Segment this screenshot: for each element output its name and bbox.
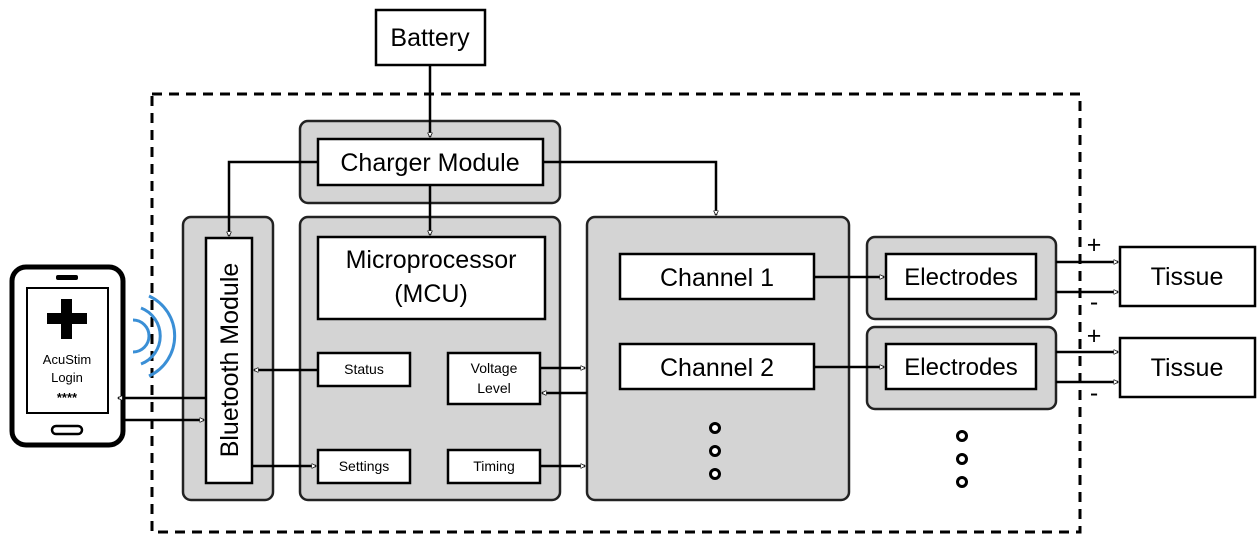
medical-cross-icon	[47, 299, 87, 339]
device-boundary	[150, 92, 1082, 534]
channel-1-label: Channel 1	[660, 264, 774, 292]
bluetooth-module-label: Bluetooth Module	[216, 263, 244, 458]
plus-sign-1: +	[1087, 231, 1102, 259]
battery-block: Battery	[374, 8, 487, 67]
electrodes-2-block: Electrodes	[865, 325, 1058, 411]
bluetooth-module-block: Bluetooth Module	[181, 215, 275, 502]
timing-label: Timing	[473, 458, 515, 474]
tissue-1-block: Tissue	[1118, 245, 1257, 308]
charger-module-label: Charger Module	[340, 149, 519, 177]
mcu-label-line2: (MCU)	[394, 280, 468, 308]
settings-label: Settings	[339, 458, 390, 474]
smartphone: AcuStim Login ****	[9, 264, 126, 448]
voltage-level-label-line1: Voltage	[471, 360, 518, 376]
channels-block: Channel 1 Channel 2	[585, 215, 851, 502]
battery-label: Battery	[390, 24, 470, 52]
channel-2-label: Channel 2	[660, 354, 774, 382]
phone-password-mask: ****	[57, 390, 78, 405]
mcu-block: Microprocessor (MCU) Status Voltage Leve…	[298, 215, 562, 502]
voltage-level-label-line2: Level	[477, 380, 510, 396]
phone-login-label: Login	[51, 370, 83, 385]
tissue-1-label: Tissue	[1151, 263, 1224, 291]
phone-app-name: AcuStim	[43, 352, 91, 367]
plus-sign-2: +	[1087, 322, 1102, 350]
more-electrodes-dots	[956, 430, 968, 488]
mcu-label-line1: Microprocessor	[346, 246, 517, 274]
electrodes-1-label: Electrodes	[904, 264, 1017, 291]
minus-sign-2: -	[1090, 379, 1098, 407]
minus-sign-1: -	[1090, 288, 1098, 316]
more-channels-dots	[709, 422, 721, 480]
tissue-2-block: Tissue	[1118, 336, 1257, 399]
electrodes-1-block: Electrodes	[865, 235, 1058, 321]
tissue-2-label: Tissue	[1151, 354, 1224, 382]
electrodes-2-label: Electrodes	[904, 354, 1017, 381]
status-label: Status	[344, 361, 384, 377]
wireless-signal-icon	[132, 294, 177, 378]
